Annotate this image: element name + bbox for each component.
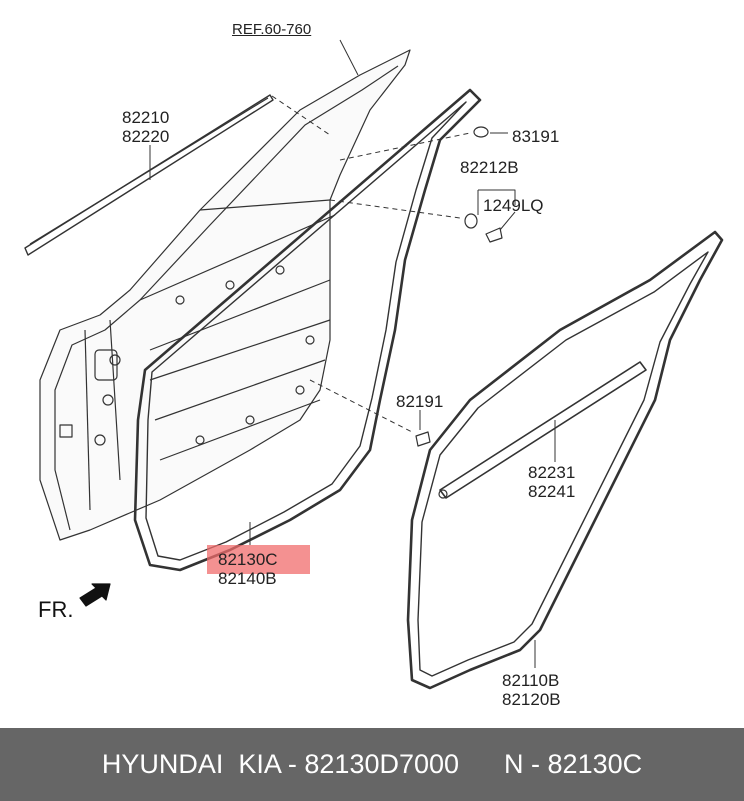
fasteners-drawing — [415, 126, 503, 447]
inner-weatherstrip-drawing — [133, 88, 482, 572]
label-82191: 82191 — [396, 392, 444, 411]
belt-moulding-drawing — [24, 94, 274, 256]
label-82241: 82241 — [528, 482, 576, 501]
label-82130c: 82130C — [218, 550, 278, 569]
front-arrow-icon — [79, 583, 111, 607]
label-82220: 82220 — [122, 127, 170, 146]
label-83191: 83191 — [512, 127, 560, 146]
label-82140b: 82140B — [218, 569, 277, 588]
label-82212b: 82212B — [460, 158, 519, 177]
inner-strip-drawing — [438, 361, 647, 499]
label-front: FR. — [38, 597, 74, 622]
outer-weatherstrip-drawing — [406, 230, 724, 690]
label-ref: REF.60-760 — [232, 21, 312, 38]
label-1249lq: 1249LQ — [483, 196, 544, 215]
label-82210: 82210 — [122, 108, 170, 127]
footer-text: HYUNDAI KIA - 82130D7000 N - 82130C — [101, 749, 643, 779]
highlight-box — [207, 545, 310, 574]
label-82231: 82231 — [528, 463, 576, 482]
label-82120b: 82120B — [502, 690, 561, 709]
label-82110b: 82110B — [502, 671, 560, 690]
leader-lines — [149, 39, 556, 668]
parts-diagram — [24, 39, 724, 690]
door-frame-drawing — [39, 49, 411, 541]
footer-bar: HYUNDAI KIA - 82130D7000 N - 82130C — [0, 728, 744, 801]
